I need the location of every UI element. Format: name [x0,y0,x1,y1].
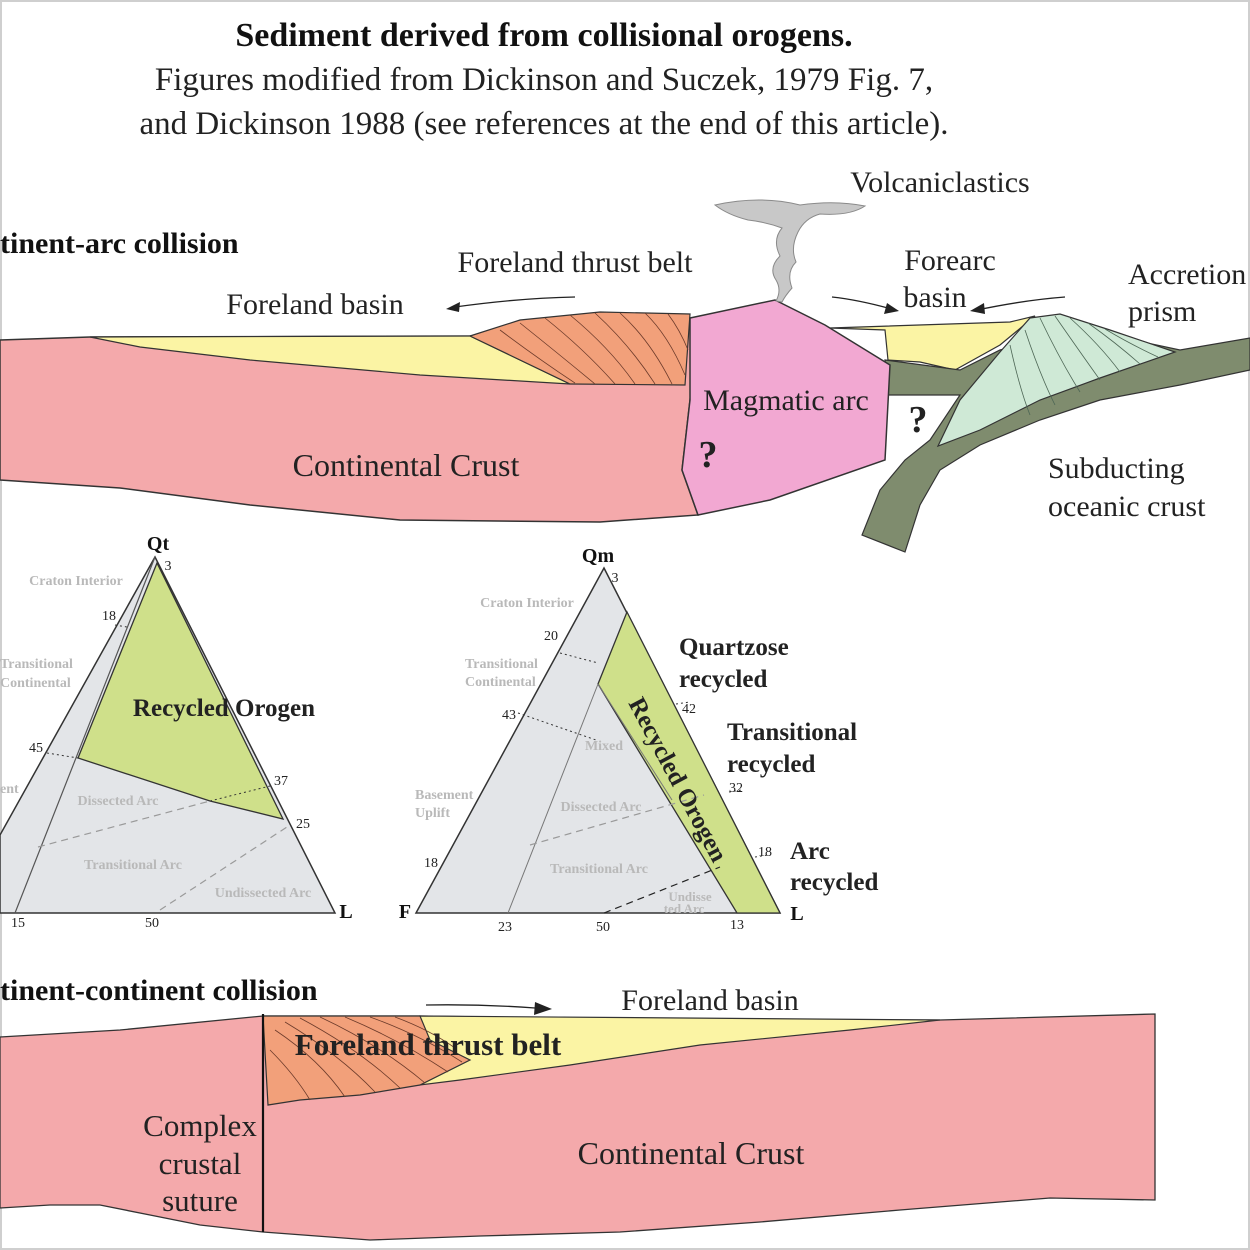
qmflt-recycled-orogen-field [597,610,782,914]
qmflt-tick-43: 43 [502,708,516,723]
arrow-head-left [446,302,460,312]
qtfl-grey-dashes [37,800,291,911]
volcanic-plume [713,199,867,303]
arc-question-mark: ? [699,434,718,476]
qmflt-dissected-label: Dissected Arc [561,800,642,815]
quartzose-recycled-label-1: Quartzose [679,634,789,661]
qtfl-tick-15: 15 [11,916,25,931]
qtfl-recycled-orogen-label: Recycled Orogen [133,695,315,722]
complex-suture-label-3: suture [162,1183,238,1218]
bottom-arrow-head [534,1002,552,1015]
qmflt-basement-label-2: Uplift [415,806,450,821]
arc-recycled-label-1: Arc [790,838,830,865]
foreland-basin-label-bottom: Foreland basin [621,984,798,1017]
qtfl-transitional-label-1: Transitional [0,657,73,672]
qtfl-tick-45: 45 [29,741,43,756]
transitional-recycled-label-1: Transitional [727,719,857,746]
forearc-label-1: Forearc [904,244,996,277]
qmflt-transitional-arc-label: Transitional Arc [550,862,648,877]
volcaniclastics-label: Volcaniclastics [850,166,1029,199]
foreland-thrust-belt-bottom [262,1015,472,1106]
qtfl-vertex-l: L [339,901,352,923]
prism-thrust-lines [1009,315,1159,416]
qtfl-transitional-label-2: Continental [0,676,71,691]
arrow-head-forearc-right [884,303,899,314]
accretion-label-1: Accretion [1128,258,1246,291]
qmflt-boundary-lines [507,652,769,914]
magmatic-arc-label: Magmatic arc [703,384,869,417]
qmflt-tick-13: 13 [730,918,744,933]
continent-arc-section: tinent-arc collision [0,166,1250,553]
complex-suture-label-1: Complex [143,1108,257,1143]
magmatic-arc-body [681,299,891,516]
subducting-label-2: oceanic crust [1048,490,1206,523]
qmflt-undissected-label-2: ted Arc [664,901,705,916]
accretion-prism [936,313,1177,448]
foreland-basin-label: Foreland basin [226,288,403,321]
qmflt-tick-32: 32 [729,781,743,796]
subducting-label-1: Subducting [1048,452,1185,485]
foreland-basin-fill-bottom [419,1015,941,1086]
figure-subtitle-2: and Dickinson 1988 (see references at th… [139,106,948,142]
figure-subtitle-1: Figures modified from Dickinson and Sucz… [155,62,933,98]
figure-title: Sediment derived from collisional orogen… [235,17,852,54]
continent-continent-section: tinent-continent collision Foreland basi… [0,974,1156,1241]
qmflt-tick-3: 3 [612,571,619,586]
qtfl-basement-label: ent [0,782,19,797]
thrust-fault-lines-bottom [269,1016,463,1101]
continent-continent-heading: tinent-continent collision [0,974,318,1007]
qtfl-tick-18: 18 [102,609,116,624]
ternary-qmflt: Qm F L Recycled Orogen Craton Interior T… [399,545,879,935]
foreland-thrust-belt-label-bottom: Foreland thrust belt [295,1027,562,1062]
complex-suture-label-2: crustal [159,1146,242,1181]
ternary-qtfl: Qt L Recycled Orogen Craton Interior Tra… [0,533,353,931]
qmflt-mixed-label: Mixed [585,739,623,754]
qtfl-dissected-label: Dissected Arc [78,794,159,809]
qtfl-tick-3: 3 [165,559,172,574]
qtfl-vertex-qt: Qt [147,533,170,555]
qmflt-vertex-l: L [790,903,803,925]
foreland-thrust-belt-label: Foreland thrust belt [458,246,694,279]
qmflt-undissected-label-1: Undisse [668,889,712,904]
qmflt-tick-23: 23 [498,920,512,935]
qtfl-transitional-arc-label: Transitional Arc [84,858,182,873]
qmflt-transitional-label-1: Transitional [465,657,538,672]
accretion-label-2: prism [1128,295,1196,328]
qtfl-craton-label: Craton Interior [29,574,123,589]
qmflt-craton-label: Craton Interior [480,596,574,611]
qmflt-grey-dashes [529,794,705,846]
qtfl-tick-37: 37 [274,774,288,789]
thrust-fault-lines [499,312,689,385]
quartzose-recycled-label-2: recycled [679,666,767,693]
qtfl-undissected-label: Undissected Arc [215,886,312,901]
qtfl-tick-50: 50 [145,916,159,931]
qmflt-transitional-label-2: Continental [465,675,536,690]
forearc-label-2: basin [903,281,966,314]
qmflt-tick-18-right: 18 [758,845,772,860]
qmflt-undissected-boundary [603,866,721,914]
continent-arc-heading: tinent-arc collision [0,227,239,260]
qmflt-vertex-qm: Qm [582,545,615,567]
qmflt-basement-label-1: Basement [415,788,474,803]
continental-crust-label-bottom: Continental Crust [578,1135,805,1171]
arc-recycled-label-2: recycled [790,869,878,896]
transitional-recycled-label-2: recycled [727,751,815,778]
forearc-question-mark: ? [909,399,928,441]
qmflt-tick-20: 20 [544,629,558,644]
qtfl-boundary-lines [14,556,271,914]
arrow-head-forearc-left [970,303,985,314]
qtfl-tick-25: 25 [296,817,310,832]
qmflt-vertex-f: F [399,901,411,923]
qmflt-tick-42: 42 [682,702,696,717]
bottom-arrow-shaft [425,1004,536,1009]
qmflt-tick-18-left: 18 [424,856,438,871]
qmflt-tick-50: 50 [596,920,610,935]
continental-crust-label-top: Continental Crust [293,447,520,483]
